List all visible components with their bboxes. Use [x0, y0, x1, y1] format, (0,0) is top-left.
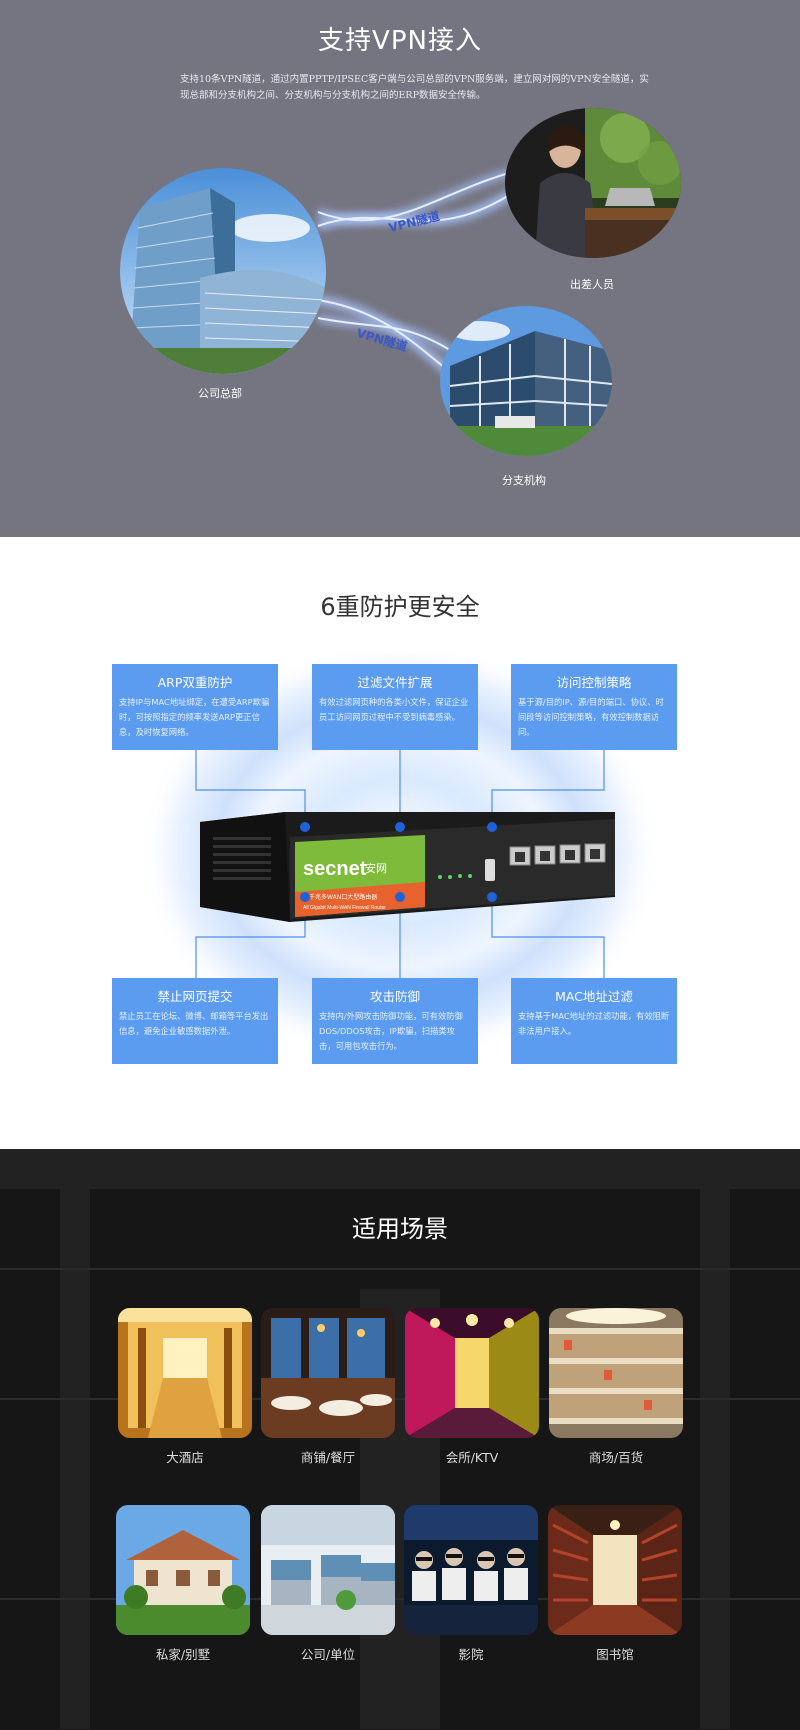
headquarters-image — [120, 168, 326, 374]
scene-restaurant-label: 商铺/餐厅 — [300, 1450, 356, 1465]
scene-library-label: 图书馆 — [596, 1647, 634, 1662]
business-traveler-image — [505, 108, 681, 258]
feature-box-web-submit: 禁止网页提交 禁止员工在论坛、微博、邮箱等平台发出信息，避免企业敏感数据外泄。 — [112, 978, 278, 1064]
feature-box-attack-defense: 攻击防御 支持内/外网攻击防御功能，可有效防御DOS/DDOS攻击，IP欺骗，扫… — [312, 978, 478, 1064]
feature-box-mac-filter: MAC地址过滤 支持基于MAC地址的过滤功能，有效阻断非法用户接入。 — [511, 978, 677, 1064]
protection-title: 6重防护更安全 — [320, 593, 480, 621]
scene-hotel-image — [118, 1308, 252, 1438]
feature-text: 支持基于MAC地址的过滤功能，有效阻断非法用户接入。 — [518, 1011, 670, 1036]
scene-villa-image — [116, 1505, 250, 1635]
feature-title: 访问控制策略 — [556, 675, 632, 690]
scene-mall-image — [549, 1308, 683, 1438]
feature-text: 禁止员工在论坛、微博、邮箱等平台发出信息，避免企业敏感数据外泄。 — [119, 1011, 269, 1036]
feature-title: MAC地址过滤 — [555, 989, 633, 1004]
feature-title: 禁止网页提交 — [157, 989, 233, 1004]
feature-title: ARP双重防护 — [157, 675, 233, 690]
scene-office-image — [261, 1505, 395, 1635]
branch-office-image — [440, 306, 612, 456]
feature-text: 基于源/目的IP、源/目的端口、协议、时间段等访问控制策略，有效控制数据访问。 — [518, 697, 664, 737]
vpn-title: 支持VPN接入 — [318, 26, 482, 56]
scene-villa-label: 私家/别墅 — [155, 1647, 211, 1662]
scene-mall-label: 商场/百货 — [588, 1450, 644, 1465]
scene-ktv-image — [405, 1308, 539, 1438]
feature-text: 支持内/外网攻击防御功能，可有效防御DOS/DDOS攻击，IP欺骗，扫描类攻击，… — [319, 1011, 463, 1051]
feature-box-arp: ARP双重防护 支持IP与MAC地址绑定，在遭受ARP欺骗时，可按照指定的频率发… — [112, 664, 278, 750]
router-device: secnet 安网 全千兆多WAN口大型路由器 All Gigabit Mult… — [200, 812, 615, 922]
brand-logo: secnet — [303, 858, 367, 880]
traveler-label: 出差人员 — [570, 278, 614, 291]
scenes-section: 适用场景 大酒店 商铺/餐厅 会所/KTV — [0, 1149, 800, 1730]
feature-text: 有效过滤网页种的各类小文件，保证企业员工访问网页过程中不受到病毒感染。 — [319, 697, 469, 722]
vpn-description: 支持10条VPN隧道，通过内置PPTP/IPSEC客户端与公司总部的VPN服务端… — [180, 74, 649, 101]
scene-hotel-label: 大酒店 — [166, 1450, 204, 1465]
protection-section: 6重防护更安全 secnet 安网 全千兆多WAN口大型路由器 All Giga… — [0, 537, 800, 1149]
model-name-cn: 全千兆多WAN口大型路由器 — [303, 893, 377, 901]
scene-library-image — [548, 1505, 682, 1635]
branch-label: 分支机构 — [502, 474, 546, 487]
feature-box-file-filter: 过滤文件扩展 有效过滤网页种的各类小文件，保证企业员工访问网页过程中不受到病毒感… — [312, 664, 478, 750]
scene-restaurant-image — [261, 1308, 395, 1438]
feature-title: 过滤文件扩展 — [357, 675, 433, 690]
headquarters-label: 公司总部 — [198, 387, 242, 400]
brand-logo-cn: 安网 — [365, 861, 387, 875]
scene-cinema-image — [404, 1505, 538, 1635]
vpn-tunnel-graphic — [316, 166, 523, 376]
scene-ktv-label: 会所/KTV — [445, 1450, 499, 1465]
vpn-section: 支持VPN接入 支持10条VPN隧道，通过内置PPTP/IPSEC客户端与公司总… — [0, 0, 800, 537]
feature-text: 支持IP与MAC地址绑定，在遭受ARP欺骗时，可按照指定的频率发送ARP更正信息… — [119, 697, 270, 737]
scene-office-label: 公司/单位 — [300, 1647, 356, 1662]
scenes-title: 适用场景 — [352, 1215, 448, 1243]
scene-cinema-label: 影院 — [458, 1647, 484, 1662]
feature-box-access-control: 访问控制策略 基于源/目的IP、源/目的端口、协议、时间段等访问控制策略，有效控… — [511, 664, 677, 750]
feature-title: 攻击防御 — [369, 989, 420, 1004]
model-name-en: All Gigabit Multi-WAN Firewall Router — [303, 905, 386, 911]
